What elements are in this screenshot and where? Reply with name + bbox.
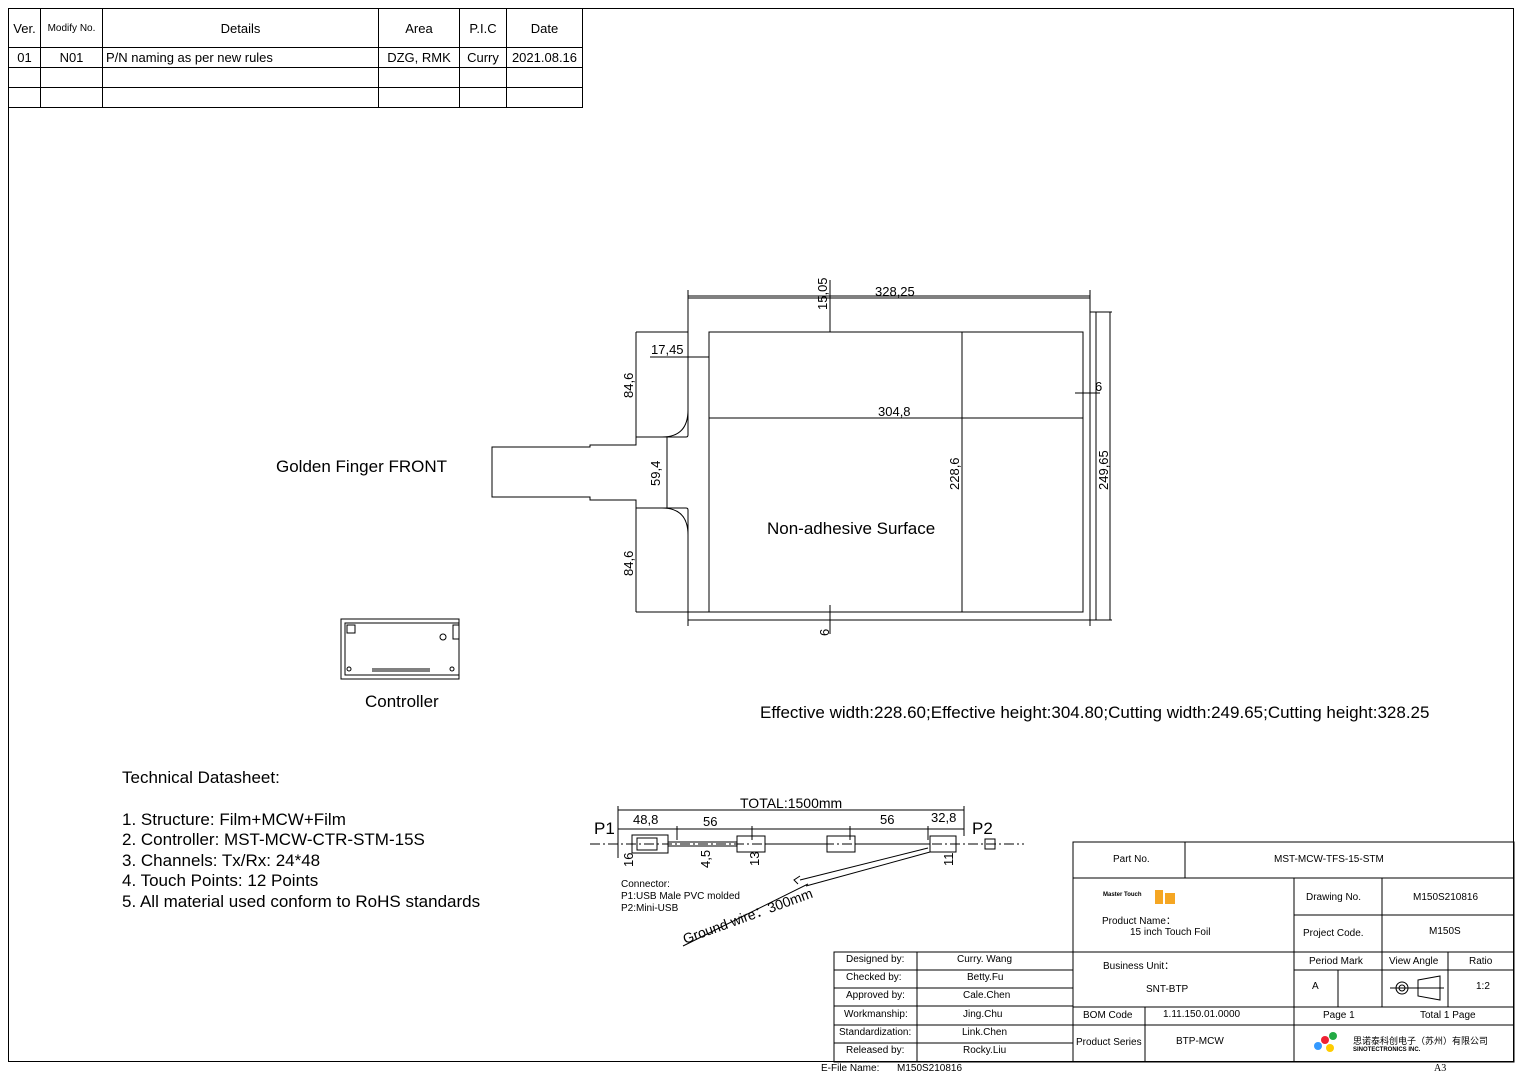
company-name-cn: 思诺泰科创电子（苏州）有限公司 (1353, 1037, 1489, 1047)
surface-label: Non-adhesive Surface (767, 519, 935, 538)
product-series: BTP-MCW (1176, 1036, 1224, 1047)
tech-item: 3. Channels: Tx/Rx: 24*48 (122, 850, 321, 870)
signoff-role: Released by: (846, 1045, 905, 1056)
cable-drawing (590, 806, 1024, 947)
table-row (8, 67, 583, 88)
signoff-name: Betty.Fu (967, 972, 1004, 983)
product-name-label: Product Name： (1102, 916, 1176, 927)
dim-effective-height: 304,8 (878, 404, 911, 419)
drawing-frame (8, 8, 1514, 1062)
signoff-name: Curry. Wang (957, 954, 1013, 965)
tech-title: Technical Datasheet: (122, 768, 280, 787)
p2-label: P2 (972, 819, 993, 838)
sheet-size: A3 (1434, 1063, 1447, 1074)
logo-text: Master Touch (1103, 892, 1142, 898)
efile-label: E-File Name: (821, 1063, 880, 1074)
cable-d3: 56 (880, 812, 894, 827)
signoff-role: Checked by: (846, 972, 902, 983)
logo-mark (1165, 893, 1175, 904)
dim-finger-width: 59,4 (648, 461, 663, 486)
cable-d4: 32,8 (931, 810, 956, 825)
controller-board (340, 618, 460, 680)
ratio: 1:2 (1476, 981, 1490, 992)
signoff-name: Link.Chen (962, 1027, 1008, 1038)
connector-title: Connector: (621, 879, 670, 890)
signoff-name: Rocky.Liu (963, 1045, 1007, 1056)
revision-table: Ver. Modify No. Details Area P.I.C Date … (8, 8, 583, 108)
cable-h2: 4,5 (698, 850, 713, 868)
business-unit-label: Business Unit： (1103, 961, 1175, 972)
drawing-no: M150S210816 (1413, 892, 1479, 903)
signoff-role: Standardization: (839, 1027, 912, 1038)
dim-effective-width: 228,6 (947, 457, 962, 490)
cable-d1: 48,8 (633, 812, 658, 827)
cable-h4: 11 (941, 853, 956, 867)
table-row (8, 87, 583, 108)
col-area: Area (378, 8, 460, 48)
tech-item: 1. Structure: Film+MCW+Film (122, 809, 346, 829)
company-logo-icon (1314, 1032, 1337, 1052)
dim-bottom-margin: 6 (817, 629, 832, 636)
product-name: 15 inch Touch Foil (1130, 927, 1211, 938)
col-modify-no: Modify No. (40, 8, 103, 48)
signoff-role: Workmanship: (844, 1009, 908, 1020)
controller-label: Controller (365, 692, 439, 711)
signoff-role: Designed by: (846, 954, 905, 965)
view-angle-label: View Angle (1389, 956, 1439, 967)
dim-top-offset: 15,05 (815, 277, 830, 310)
bom-label: BOM Code (1083, 1010, 1133, 1021)
part-no-label: Part No. (1113, 854, 1150, 865)
col-date: Date (506, 8, 583, 48)
revision-header-row: Ver. Modify No. Details Area P.I.C Date (8, 8, 583, 48)
cable-h3: 13 (747, 852, 762, 866)
dim-lower-tail: 84,6 (621, 551, 636, 576)
company-name-en: SINOTECTRONICS INC. (1353, 1047, 1421, 1053)
signoff-role: Approved by: (846, 990, 905, 1001)
p1-label: P1 (594, 819, 615, 838)
period-mark: A (1312, 981, 1319, 992)
cable-d2: 56 (703, 814, 717, 829)
signoff-name: Jing.Chu (963, 1009, 1003, 1020)
dimension-summary: Effective width:228.60;Effective height:… (760, 703, 1429, 722)
cable-total: TOTAL:1500mm (740, 795, 842, 811)
golden-finger-label: Golden Finger FRONT (276, 457, 447, 476)
business-unit: SNT-BTP (1146, 984, 1189, 995)
dim-upper-tail: 84,6 (621, 373, 636, 398)
part-no-value: MST-MCW-TFS-15-STM (1274, 854, 1384, 865)
project-code-label: Project Code. (1303, 928, 1364, 939)
dim-right-margin: 6 (1095, 379, 1102, 394)
project-code: M150S (1429, 926, 1461, 937)
connector-p1: P1:USB Male PVC molded (621, 891, 740, 902)
tech-item: 2. Controller: MST-MCW-CTR-STM-15S (122, 830, 425, 850)
dim-cutting-height: 328,25 (875, 284, 915, 299)
cable-h1: 16 (621, 853, 636, 867)
tech-item: 4. Touch Points: 12 Points (122, 871, 319, 891)
drawing-no-label: Drawing No. (1306, 892, 1362, 903)
bom-code: 1.11.150.01.0000 (1163, 1009, 1241, 1020)
period-mark-label: Period Mark (1309, 956, 1363, 967)
connector-p2: P2:Mini-USB (621, 903, 679, 914)
dim-cutting-width: 249,65 (1096, 450, 1111, 490)
dim-tab-width: 17,45 (651, 342, 684, 357)
logo-mark (1155, 890, 1163, 904)
technical-datasheet: Technical Datasheet: 1. Structure: Film+… (122, 768, 480, 913)
page-label: Page 1 (1323, 1010, 1355, 1021)
signoff-name: Cale.Chen (963, 990, 1011, 1001)
efile-name: M150S210816 (897, 1063, 963, 1074)
ratio-label: Ratio (1469, 956, 1493, 967)
tech-item: 5. All material used conform to RoHS sta… (122, 891, 481, 911)
product-series-label: Product Series (1076, 1037, 1142, 1048)
title-block-grid (833, 841, 1515, 1063)
total-pages: Total 1 Page (1420, 1010, 1476, 1021)
